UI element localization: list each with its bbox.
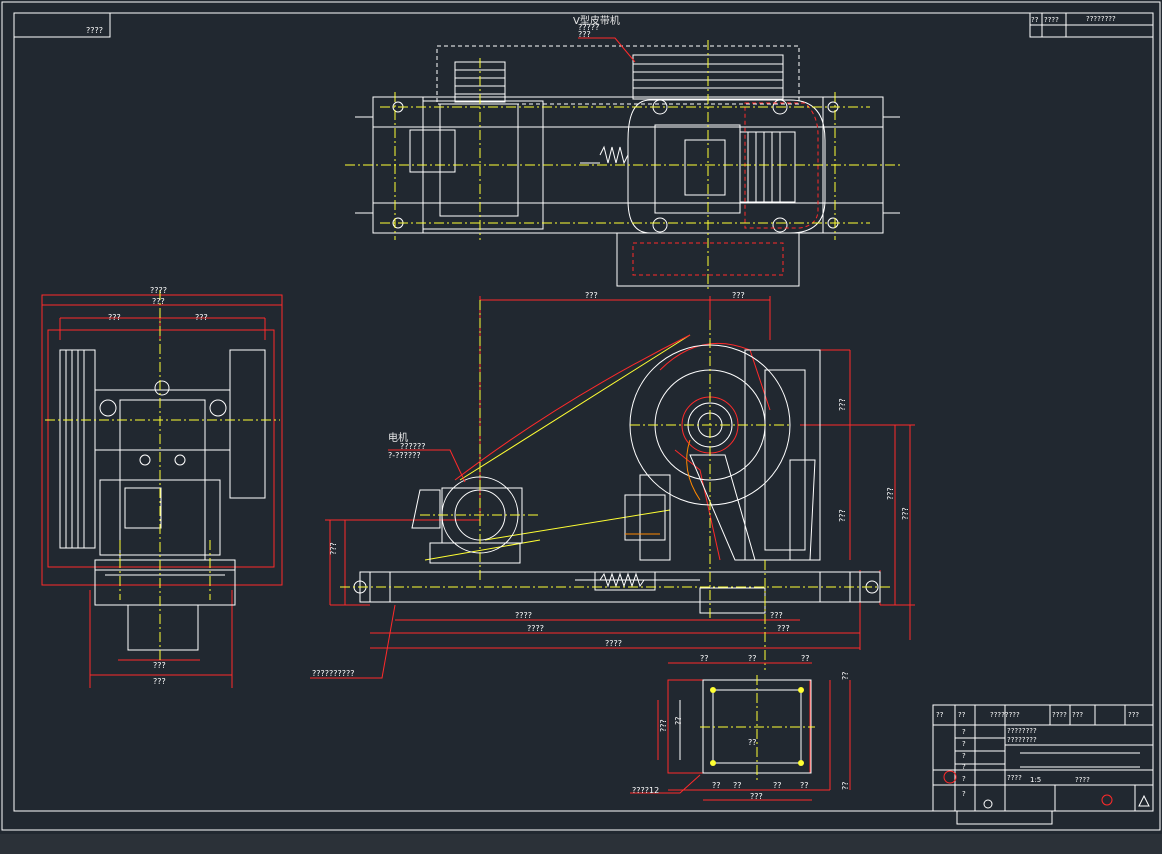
side-dim-bottom-5: ??? [777, 624, 790, 633]
front-dim-bottom-2: ??? [153, 677, 166, 686]
pad-dim-bottom-2: ?? [733, 781, 742, 790]
pad-dim-side-1: ??? [659, 719, 668, 732]
side-dim-right-4: ??? [901, 507, 910, 520]
side-dim-top-1: ??? [585, 291, 598, 300]
front-dim-left: ??? [108, 313, 121, 322]
side-dim-bottom-1: ???? [515, 611, 532, 620]
motor-label: 电机 [388, 431, 408, 444]
side-dim-right-2: ??? [838, 509, 847, 522]
front-dim-top: ???? [150, 286, 167, 295]
title-row-2: ? [962, 740, 966, 748]
side-dim-bottom-2: ???? [527, 624, 544, 633]
front-dim-second: ??? [152, 297, 165, 306]
vbelt-num-label: ??? [578, 30, 591, 39]
foundation-pad-view: ?? ?? ?? ??? ?? ?? ?? ?? ?? ?? ?? ??? ??… [630, 654, 851, 801]
pad-dim-bottom-4: ?? [800, 781, 809, 790]
pad-dim-center: ?? [748, 738, 757, 747]
vbelt-label: V型皮带机 [573, 14, 620, 27]
pad-dim-right-2: ?? [841, 782, 850, 791]
title-header-3: ???????? [990, 711, 1020, 719]
pad-dim-top-3: ?? [801, 654, 810, 663]
pad-dim-top-2: ?? [748, 654, 757, 663]
side-dim-top-2: ??? [732, 291, 745, 300]
title-header-6: ??? [1128, 711, 1139, 719]
title-row-label-2: ???????? [1007, 736, 1037, 744]
pad-dim-top-1: ?? [700, 654, 709, 663]
pad-dim-right-1: ?? [841, 672, 850, 681]
title-row-3: ? [962, 752, 966, 760]
title-row-1: ? [962, 728, 966, 736]
side-dim-bottom-3: ???? [605, 639, 622, 648]
title-header-5: ??? [1072, 711, 1083, 719]
sheet-border [1, 1, 1161, 831]
title-row-5: ? [962, 775, 966, 783]
top-title-block: ?? ???? ???????? [1029, 12, 1154, 38]
side-dim-bottom-4: ??? [770, 611, 783, 620]
motor-spec-2: ?-?????? [388, 451, 421, 460]
side-dim-right-3: ??? [886, 487, 895, 500]
pad-dim-bottom-1: ?? [712, 781, 721, 790]
corner-code-text: ???? [86, 26, 103, 35]
plan-view: V型皮带机 ????? ??? [345, 14, 900, 290]
status-strip [0, 834, 1162, 854]
top-title-cell-2: ???? [1044, 16, 1059, 24]
side-view: 电机 ?????? ?-?????? ?????????? ??? ??? ??… [310, 291, 915, 679]
title-header-2: ?? [958, 711, 966, 719]
title-sheet: ???? [1075, 776, 1090, 784]
pad-dim-bottom-3: ?? [773, 781, 782, 790]
title-header-4: ???? [1052, 711, 1067, 719]
vbelt-sub-label: ????? [578, 23, 599, 32]
title-block: ?? ?? ???????? ???? ??? ??? ? ? ? ? ? ? … [932, 704, 1154, 825]
front-dim-right: ??? [195, 313, 208, 322]
pad-dim-total: ??? [750, 792, 763, 801]
side-dim-left: ??? [329, 542, 338, 555]
top-title-cell-3: ???????? [1086, 15, 1116, 23]
top-title-cell-1: ?? [1031, 16, 1039, 24]
front-view: ???? ??? ??? ??? ??? ??? [41, 286, 283, 688]
base-callout-label: ?????????? [312, 669, 354, 678]
pad-dim-side-2: ?? [674, 717, 683, 726]
title-row-6: ? [962, 790, 966, 798]
title-row-label-1: ???????? [1007, 727, 1037, 735]
front-dim-bottom-1: ??? [153, 661, 166, 670]
side-dim-right-1: ??? [838, 398, 847, 411]
title-header-1: ?? [936, 711, 944, 719]
corner-code-box: ???? [13, 12, 111, 38]
pad-callout-label: ????12 [632, 786, 659, 795]
motor-spec-1: ?????? [400, 442, 425, 451]
title-scale-value: 1:5 [1030, 776, 1041, 784]
title-row-4: ? [962, 763, 966, 771]
title-scale-label: ???? [1007, 774, 1022, 782]
